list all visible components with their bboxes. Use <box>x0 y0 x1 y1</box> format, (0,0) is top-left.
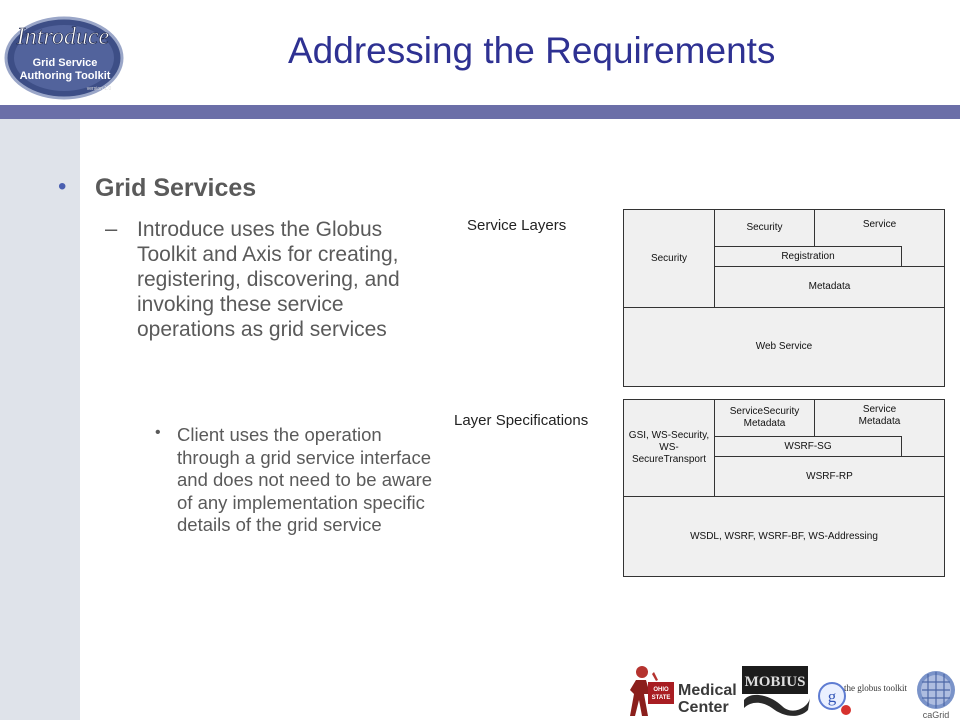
service-layers-label: Service Layers <box>467 217 567 234</box>
cagrid-logo: caGrid <box>917 671 955 720</box>
svg-text:version 1.0: version 1.0 <box>87 86 112 92</box>
sub-sub-bullet-text: Client uses the operation through a grid… <box>177 424 433 535</box>
svg-text:Grid Service: Grid Service <box>33 57 98 69</box>
introduce-logo: Introduce Grid Service Authoring Toolkit… <box>3 8 125 100</box>
medical-text: Medical <box>678 682 737 699</box>
footer-logos: OHIO STATE Medical Center MOBIUS g the g… <box>622 660 960 720</box>
layer-security-left: Security <box>623 209 715 308</box>
svg-text:g: g <box>828 687 837 706</box>
mobius-logo: MOBIUS <box>742 666 810 716</box>
center-text: Center <box>678 699 729 716</box>
logo-title: Introduce <box>16 24 110 50</box>
sub-bullet-dash: – <box>105 216 118 241</box>
layer-specifications-label: Layer Specifications <box>454 412 589 429</box>
layer-web-service: Web Service <box>623 307 945 387</box>
svg-text:Authoring Toolkit: Authoring Toolkit <box>20 70 111 82</box>
service-layers-diagram: Security Security Service Registration M… <box>623 209 945 387</box>
slide-title: Addressing the Requirements <box>288 30 776 71</box>
bullet-heading: Grid Services <box>95 174 257 202</box>
svg-text:the globus toolkit: the globus toolkit <box>844 683 907 693</box>
spec-security-left: GSI, WS-Security, WS-SecureTransport <box>623 399 715 497</box>
svg-text:MOBIUS: MOBIUS <box>745 674 806 690</box>
bullet-dot: • <box>58 173 67 200</box>
spec-security-top: ServiceSecurity Metadata <box>714 399 815 437</box>
svg-text:STATE: STATE <box>652 695 671 701</box>
svg-text:caGrid: caGrid <box>923 710 950 720</box>
globus-logo: g the globus toolkit <box>818 682 907 715</box>
layer-metadata: Metadata <box>714 266 945 308</box>
left-sidebar-band <box>0 118 80 720</box>
layer-security-top: Security <box>714 209 815 247</box>
sub-sub-bullet-dot: • <box>155 424 161 441</box>
layer-specifications-diagram: GSI, WS-Security, WS-SecureTransport Ser… <box>623 399 945 577</box>
ohio-state-logo: OHIO STATE <box>630 666 674 716</box>
svg-text:OHIO: OHIO <box>653 687 669 693</box>
title-divider-bar <box>0 105 960 119</box>
spec-web-service: WSDL, WSRF, WSRF-BF, WS-Addressing <box>623 496 945 577</box>
layer-registration: Registration <box>714 246 902 267</box>
sub-bullet-text: Introduce uses the Globus Toolkit and Ax… <box>137 218 400 341</box>
spec-metadata: WSRF-RP <box>714 456 945 497</box>
spec-registration: WSRF-SG <box>714 436 902 457</box>
